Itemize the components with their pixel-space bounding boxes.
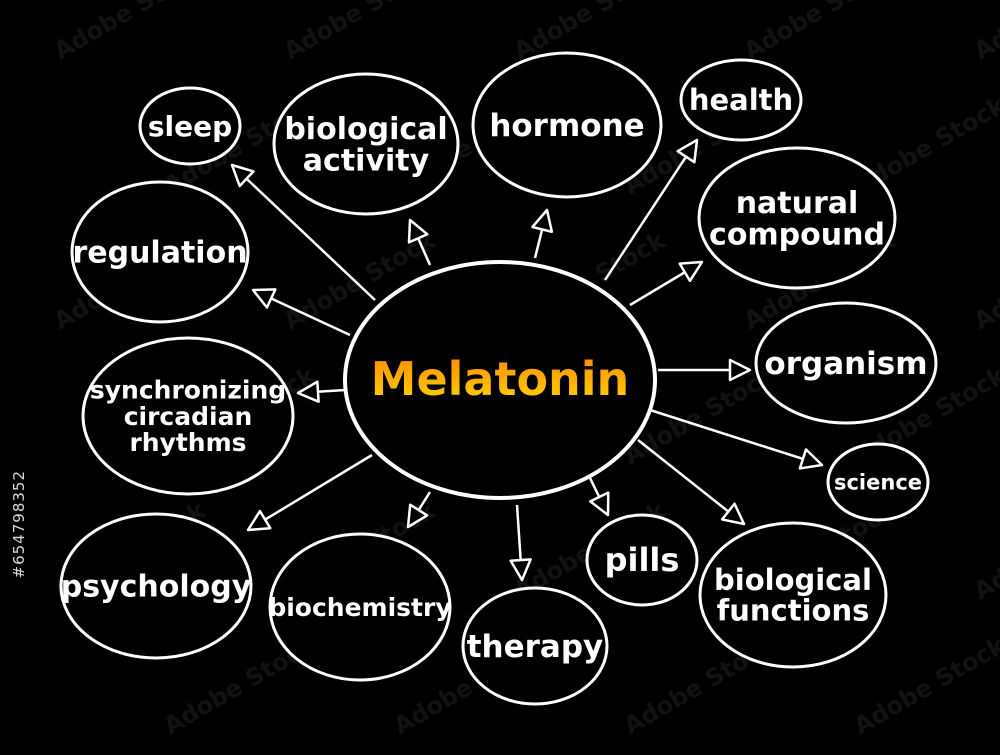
watermark-text: Adobe Stock bbox=[969, 496, 1000, 606]
arrowhead-health bbox=[676, 138, 699, 164]
node-ellipse-psychology bbox=[59, 512, 253, 660]
arrow-sleep bbox=[231, 164, 376, 301]
node-biochemistry: biochemistry bbox=[268, 532, 452, 682]
arrowhead-organism bbox=[728, 358, 752, 382]
center-ellipse bbox=[343, 260, 657, 500]
connector-layer bbox=[230, 138, 824, 582]
node-ellipse-sleep bbox=[138, 86, 242, 166]
arrowhead-synchronizing-circadian-rhythms bbox=[296, 380, 320, 403]
node-label-sleep: sleep bbox=[148, 110, 232, 143]
watermark-text: Adobe Stock bbox=[849, 631, 1000, 741]
node-organism: organism bbox=[754, 301, 938, 425]
node-label-psychology: psychology bbox=[61, 570, 252, 605]
arrowhead-psychology bbox=[246, 509, 272, 532]
node-sleep: sleep bbox=[138, 86, 242, 166]
node-label-science: science bbox=[834, 470, 922, 494]
node-ellipse-regulation bbox=[70, 180, 250, 324]
arrow-science bbox=[649, 408, 823, 467]
node-ellipse-pills bbox=[585, 513, 699, 607]
node-science: science bbox=[826, 442, 930, 522]
node-regulation: regulation bbox=[70, 180, 250, 324]
watermark-text: Adobe Stock bbox=[279, 0, 441, 65]
node-ellipse-biochemistry bbox=[268, 532, 452, 682]
node-ellipse-science bbox=[826, 442, 930, 522]
node-label-biological-activity: activity bbox=[303, 143, 430, 178]
node-health: health bbox=[679, 58, 803, 142]
arrow-health bbox=[603, 139, 699, 281]
node-ellipse-biological-activity bbox=[272, 72, 460, 216]
node-psychology: psychology bbox=[59, 512, 253, 660]
arrowhead-science bbox=[798, 448, 824, 470]
node-label-organism: organism bbox=[764, 346, 927, 382]
node-label-synchronizing-circadian-rhythms: synchronizing bbox=[90, 376, 286, 405]
arrowhead-sleep bbox=[230, 163, 255, 188]
node-label-biological-functions: functions bbox=[717, 593, 870, 627]
stock-id-label: #654798352 bbox=[10, 470, 28, 579]
arrowhead-pills bbox=[589, 491, 610, 517]
node-label-biological-activity: biological bbox=[284, 112, 447, 147]
node-label-health: health bbox=[689, 83, 793, 117]
node-label-biological-functions: biological bbox=[714, 563, 872, 597]
watermark-text: Adobe Stock bbox=[49, 0, 211, 65]
arrowhead-biological-functions bbox=[720, 502, 746, 526]
arrowhead-hormone bbox=[531, 208, 554, 234]
node-label-biochemistry: biochemistry bbox=[268, 593, 451, 622]
node-label-hormone: hormone bbox=[489, 108, 644, 144]
arrow-biological-functions bbox=[637, 439, 745, 525]
node-pills: pills bbox=[585, 513, 699, 607]
arrowhead-natural-compound bbox=[678, 260, 704, 283]
node-ellipse-synchronizing-circadian-rhythms bbox=[81, 336, 295, 496]
node-ellipse-hormone bbox=[471, 51, 663, 199]
arrow-psychology bbox=[247, 453, 373, 532]
node-ellipse-health bbox=[679, 58, 803, 142]
node-label-synchronizing-circadian-rhythms: rhythms bbox=[129, 428, 246, 457]
node-therapy: therapy bbox=[461, 586, 609, 706]
node-ellipse-biological-functions bbox=[698, 521, 888, 669]
node-label-pills: pills bbox=[605, 541, 680, 579]
center-label: Melatonin bbox=[371, 352, 630, 406]
arrowhead-biochemistry bbox=[406, 503, 429, 529]
node-label-natural-compound: compound bbox=[709, 217, 885, 252]
center-node: Melatonin bbox=[343, 260, 657, 500]
node-ellipse-organism bbox=[754, 301, 938, 425]
watermark-text: Adobe Stock bbox=[969, 0, 1000, 65]
node-label-natural-compound: natural bbox=[736, 186, 859, 221]
node-label-synchronizing-circadian-rhythms: circadian bbox=[124, 402, 253, 431]
watermark-text: Adobe Stock bbox=[739, 0, 901, 65]
node-hormone: hormone bbox=[471, 51, 663, 199]
node-ellipse-therapy bbox=[461, 586, 609, 706]
watermark-text: Adobe Stock bbox=[969, 226, 1000, 336]
arrowhead-regulation bbox=[251, 288, 277, 309]
arrowhead-biological-activity bbox=[407, 218, 429, 244]
node-label-therapy: therapy bbox=[467, 629, 604, 665]
node-label-regulation: regulation bbox=[72, 236, 247, 271]
node-ellipse-natural-compound bbox=[697, 146, 897, 290]
arrowhead-therapy bbox=[509, 558, 532, 582]
